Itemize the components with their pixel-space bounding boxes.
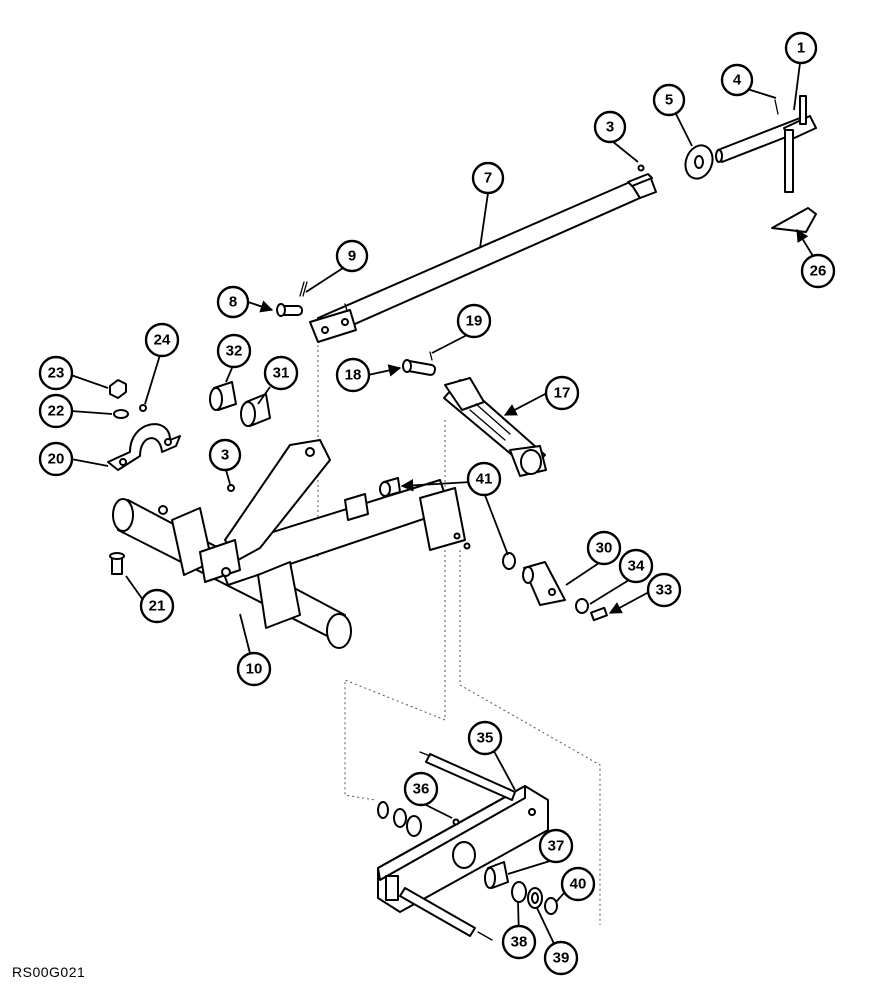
callout-20: 20	[38, 441, 74, 477]
part-34-washer	[575, 598, 589, 614]
part-17-link	[443, 377, 547, 477]
part-21-bolt	[109, 552, 125, 575]
callout-label: 36	[413, 781, 430, 798]
callout-10: 10	[236, 651, 272, 687]
callout-label: 30	[596, 540, 613, 557]
part-30-bracket	[522, 561, 566, 606]
callout-label: 19	[466, 313, 483, 330]
callout-33: 33	[646, 572, 682, 608]
callout-1: 1	[784, 31, 818, 65]
callout-label: 5	[665, 92, 673, 109]
callout-label: 23	[48, 365, 65, 382]
callout-label: 31	[273, 365, 290, 382]
callout-label: 9	[348, 248, 356, 265]
part-39-bearing	[527, 887, 543, 909]
part-37-bushing	[484, 861, 509, 889]
part-23-nut	[109, 379, 127, 399]
part-7-tube-bar	[309, 173, 657, 343]
callout-label: 1	[797, 40, 805, 57]
callout-34: 34	[618, 548, 654, 584]
part-26-wedge	[771, 207, 817, 233]
callout-35: 35	[467, 720, 503, 756]
callout-label: 39	[553, 950, 570, 967]
callout-37: 37	[538, 828, 574, 864]
part-32-bushing	[209, 381, 237, 411]
part-35-housing	[377, 751, 549, 941]
callout-label: 4	[733, 72, 742, 89]
callout-label: 34	[628, 558, 645, 575]
callout-30: 30	[586, 530, 622, 566]
leader-lines	[70, 62, 814, 951]
part-3-grease-nipple-top	[637, 164, 645, 172]
callout-38: 38	[501, 924, 537, 960]
callouts: 1 3 3 4 5 7 8 9 10 17 18 19 20 21 22 23 …	[38, 31, 836, 976]
callout-23: 23	[38, 355, 74, 391]
callout-3: 3	[593, 110, 627, 144]
callout-41: 41	[466, 461, 502, 497]
part-24-grease-nipple	[139, 404, 147, 412]
callout-8: 8	[216, 285, 250, 319]
part-33-bolt	[590, 606, 608, 622]
callout-32: 32	[216, 333, 252, 369]
callout-label: 24	[154, 332, 171, 349]
callout-label: 3	[221, 447, 229, 464]
callout-label: 3	[606, 119, 614, 136]
part-22-washer	[113, 409, 129, 419]
callout-label: 38	[511, 934, 528, 951]
upper-bearing-rings	[377, 801, 422, 837]
callout-36: 36	[403, 771, 439, 807]
part-41-bushing	[379, 477, 516, 570]
callout-22: 22	[38, 393, 74, 429]
part-1-lever	[715, 95, 817, 193]
callout-label: 26	[810, 263, 827, 280]
callout-label: 41	[476, 471, 493, 488]
callout-7: 7	[471, 161, 505, 195]
callout-label: 32	[226, 343, 243, 360]
callout-label: 10	[246, 661, 263, 678]
part-10-axle-frame	[112, 439, 471, 649]
callout-label: 37	[548, 838, 565, 855]
callout-label: 8	[229, 294, 237, 311]
figure-reference-code: RS00G021	[12, 964, 86, 980]
assembly-guide-lines	[317, 345, 601, 925]
callout-label: 17	[554, 385, 571, 402]
callout-label: 33	[656, 582, 673, 599]
callout-26: 26	[800, 253, 836, 289]
part-20-clamp	[107, 423, 181, 471]
callout-21: 21	[139, 588, 175, 624]
part-19-split-pin	[429, 351, 433, 361]
callout-label: 7	[484, 170, 492, 187]
callout-17: 17	[544, 375, 580, 411]
callout-24: 24	[144, 322, 180, 358]
callout-19: 19	[456, 303, 492, 339]
callout-9: 9	[335, 239, 369, 273]
callout-label: 20	[48, 451, 65, 468]
callout-4: 4	[720, 63, 754, 97]
callout-40: 40	[560, 866, 596, 902]
part-5-washer	[684, 144, 714, 180]
part-3-grease-nipple	[227, 484, 235, 492]
part-18-pin	[402, 359, 437, 376]
callout-31: 31	[263, 355, 299, 391]
callout-18: 18	[335, 357, 371, 393]
callout-label: 35	[477, 730, 494, 747]
callout-39: 39	[543, 940, 579, 976]
callout-3: 3	[208, 438, 242, 472]
callout-label: 40	[570, 876, 587, 893]
callout-label: 22	[48, 403, 65, 420]
part-9-split-pin	[299, 281, 308, 297]
callout-label: 21	[149, 598, 166, 615]
callout-5: 5	[652, 83, 686, 117]
part-40-circlip	[544, 897, 558, 915]
part-8-pin	[276, 303, 303, 317]
part-31-bushing	[240, 393, 271, 427]
callout-label: 18	[345, 367, 362, 384]
part-36-grease-nipple	[452, 818, 460, 826]
part-38-seal	[511, 881, 527, 903]
